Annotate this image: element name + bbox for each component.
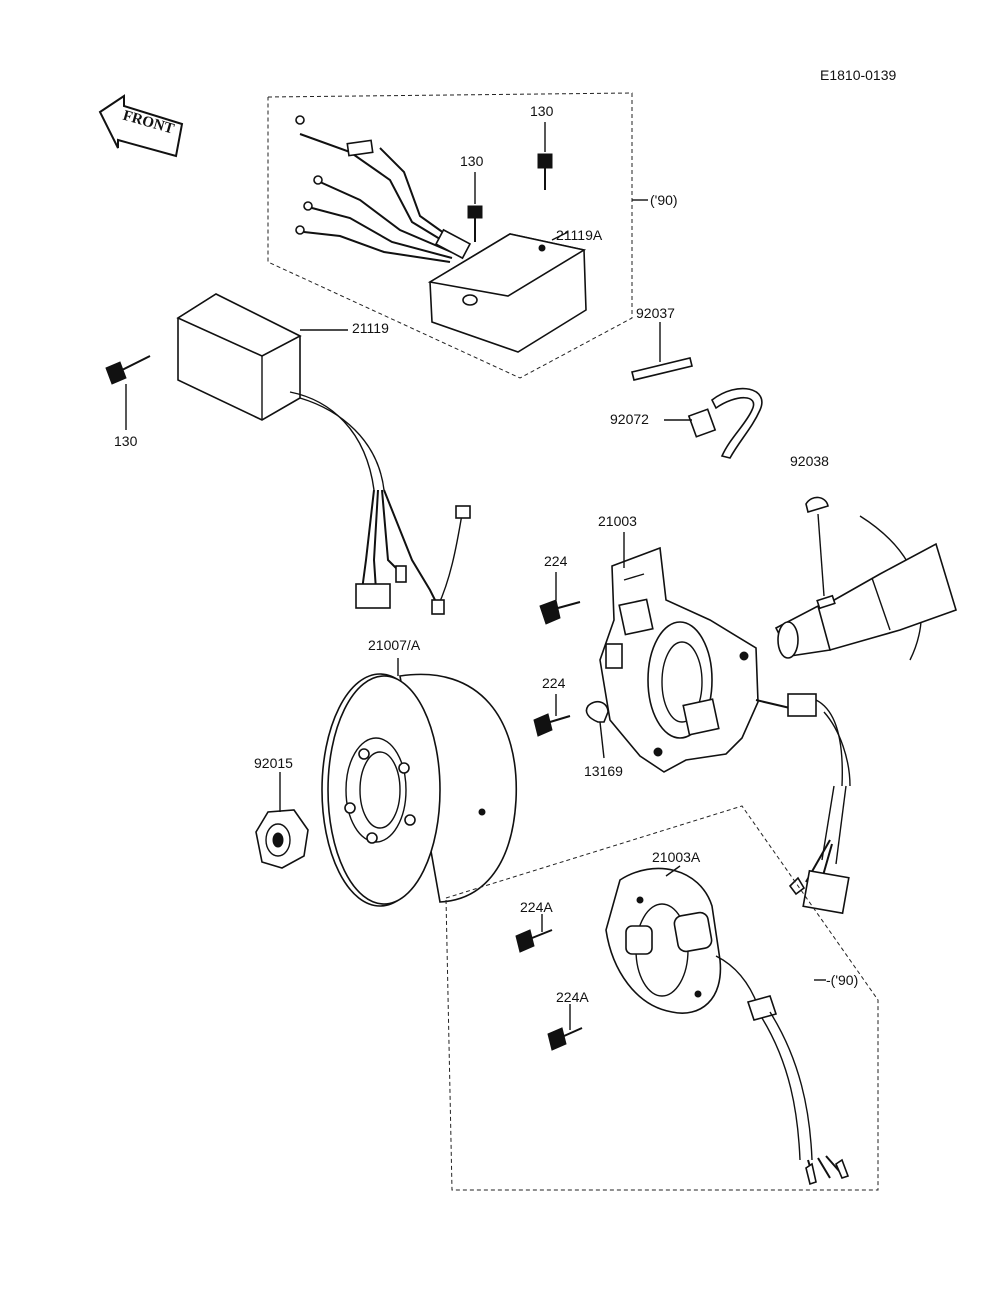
label-224-upper: 224 xyxy=(544,553,568,569)
bolt-130-icon xyxy=(105,355,151,430)
screw-224A-icon xyxy=(515,914,553,953)
label-21003: 21003 xyxy=(598,513,637,529)
label-21007A: 21007/A xyxy=(368,637,421,653)
cdi-unit-21119A-icon xyxy=(295,115,587,353)
stator-21003-icon xyxy=(599,546,851,915)
screw-224-icon xyxy=(533,694,571,737)
cdi-unit-21119-icon xyxy=(176,293,471,615)
nut-92015-icon xyxy=(255,772,309,869)
label-130-top-right: 130 xyxy=(530,103,554,119)
diagram-code: E1810-0139 xyxy=(820,67,897,83)
label-year-90-lower: -('90) xyxy=(826,972,858,988)
label-130-left: 130 xyxy=(114,433,138,449)
bolt-130-icon xyxy=(537,122,553,190)
variant-outline-upper xyxy=(267,92,633,379)
bolt-130-icon xyxy=(467,172,483,242)
strap-92037-icon xyxy=(631,322,693,381)
label-21119: 21119 xyxy=(352,320,389,336)
label-21003A: 21003A xyxy=(652,849,701,865)
label-92072: 92072 xyxy=(610,411,649,427)
label-13169: 13169 xyxy=(584,763,623,779)
terminal-13169-icon xyxy=(585,700,609,759)
label-224A-lower: 224A xyxy=(556,989,589,1005)
label-224-lower: 224 xyxy=(542,675,566,691)
variant-outline-lower xyxy=(445,805,879,1191)
label-92038: 92038 xyxy=(790,453,829,469)
label-year-90-upper: ('90) xyxy=(650,192,678,208)
screw-224A-icon xyxy=(547,1004,583,1051)
label-92037: 92037 xyxy=(636,305,675,321)
crankshaft-icon xyxy=(774,515,957,661)
stator-21003A-icon xyxy=(605,865,850,1186)
label-224A-upper: 224A xyxy=(520,899,553,915)
flywheel-21007A-icon xyxy=(321,658,518,907)
label-130-top-left: 130 xyxy=(460,153,484,169)
label-21119A: 21119A xyxy=(556,227,603,243)
front-arrow-icon: FRONT xyxy=(98,94,184,158)
label-92015: 92015 xyxy=(254,755,293,771)
clamp-92072-icon xyxy=(664,387,763,459)
key-92038-icon xyxy=(805,496,829,597)
screw-224-icon xyxy=(539,572,581,625)
